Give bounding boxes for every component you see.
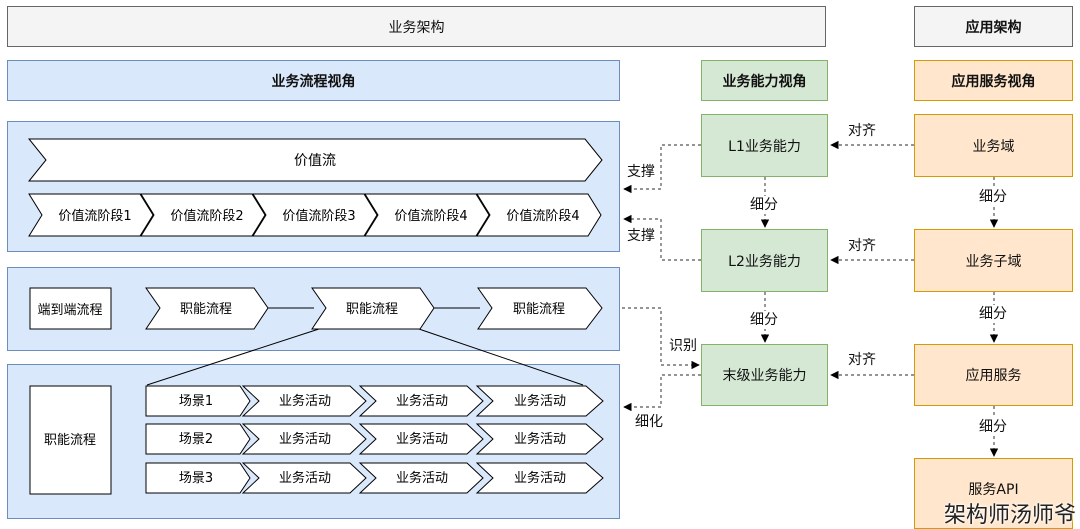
svg-text:业务活动: 业务活动 — [396, 393, 448, 409]
application-service-view-header: 应用服务视角 — [914, 60, 1073, 101]
business-subdomain: 业务子域 — [914, 229, 1073, 292]
l1-capability: L1业务能力 — [701, 114, 828, 177]
svg-text:业务活动: 业务活动 — [279, 431, 331, 447]
edge-label-split: 细分 — [977, 305, 1009, 323]
edge-label-split: 细分 — [977, 418, 1009, 436]
functional-process-chevron: 职能流程 — [311, 287, 435, 330]
svg-text:职能流程: 职能流程 — [180, 302, 232, 317]
l2-capability: L2业务能力 — [701, 229, 828, 292]
application-architecture-header: 应用架构 — [914, 6, 1073, 47]
business-capability-view-header: 业务能力视角 — [701, 60, 828, 101]
value-stream-chevron — [27, 138, 603, 182]
svg-text:价值流阶段3: 价值流阶段3 — [282, 208, 355, 224]
value-stream-stage: 价值流阶段4 — [364, 193, 490, 237]
svg-text:业务活动: 业务活动 — [396, 431, 448, 447]
edge-label-support: 支撑 — [625, 227, 657, 245]
svg-text:业务活动: 业务活动 — [279, 393, 331, 409]
service-api: 服务API — [914, 458, 1073, 529]
functional-process-chevron: 职能流程 — [145, 287, 269, 330]
scene-row: 场景1 业务活动 业务活动 业务活动 — [145, 385, 604, 417]
svg-text:业务活动: 业务活动 — [514, 470, 566, 486]
edge-label-split: 细分 — [748, 196, 780, 214]
leaf-capability: 末级业务能力 — [701, 344, 828, 406]
edge-label-split: 细分 — [977, 188, 1009, 206]
edge-label-identify: 识别 — [667, 337, 699, 355]
functional-process-chevron: 职能流程 — [477, 287, 603, 330]
svg-text:职能流程: 职能流程 — [346, 302, 398, 317]
value-stream-title: 价值流 — [294, 153, 336, 169]
dashed-connectors — [622, 140, 999, 457]
svg-text:价值流阶段4: 价值流阶段4 — [506, 208, 579, 224]
functional-process-label-box — [29, 385, 112, 495]
svg-text:价值流阶段4: 价值流阶段4 — [394, 208, 467, 224]
value-stream-stage: 价值流阶段3 — [252, 193, 378, 237]
value-stream-stage: 价值流阶段4 — [476, 193, 602, 237]
scene-row: 场景3 业务活动 业务活动 业务活动 — [145, 462, 604, 494]
svg-text:场景2: 场景2 — [179, 432, 213, 447]
edge-label-split: 细分 — [748, 311, 780, 329]
functional-process-label: 职能流程 — [44, 433, 96, 448]
edge-label-support: 支撑 — [625, 163, 657, 181]
business-architecture-header: 业务架构 — [7, 6, 826, 47]
edge-label-align: 对齐 — [846, 122, 878, 140]
svg-text:场景1: 场景1 — [179, 394, 213, 409]
svg-text:业务活动: 业务活动 — [514, 431, 566, 447]
edge-label-refine: 细化 — [633, 413, 665, 431]
end-to-end-label: 端到端流程 — [37, 303, 102, 318]
value-stream-stage: 价值流阶段2 — [140, 193, 266, 237]
svg-text:业务活动: 业务活动 — [279, 470, 331, 486]
edge-label-align: 对齐 — [846, 351, 878, 369]
watermark: 架构师汤师爷 — [943, 503, 1076, 528]
svg-text:价值流阶段2: 价值流阶段2 — [170, 208, 243, 224]
svg-text:业务活动: 业务活动 — [514, 393, 566, 409]
svg-text:业务活动: 业务活动 — [396, 470, 448, 486]
svg-text:场景3: 场景3 — [179, 471, 213, 486]
application-service: 应用服务 — [914, 344, 1073, 406]
svg-text:职能流程: 职能流程 — [513, 302, 565, 317]
business-domain: 业务域 — [914, 114, 1073, 177]
scene-row: 场景2 业务活动 业务活动 业务活动 — [145, 423, 604, 455]
svg-text:价值流阶段1: 价值流阶段1 — [58, 208, 131, 224]
edge-label-align: 对齐 — [846, 237, 878, 255]
value-stream-stage: 价值流阶段1 — [28, 193, 154, 237]
business-process-view-header: 业务流程视角 — [7, 60, 620, 101]
end-to-end-label-box — [29, 287, 112, 330]
